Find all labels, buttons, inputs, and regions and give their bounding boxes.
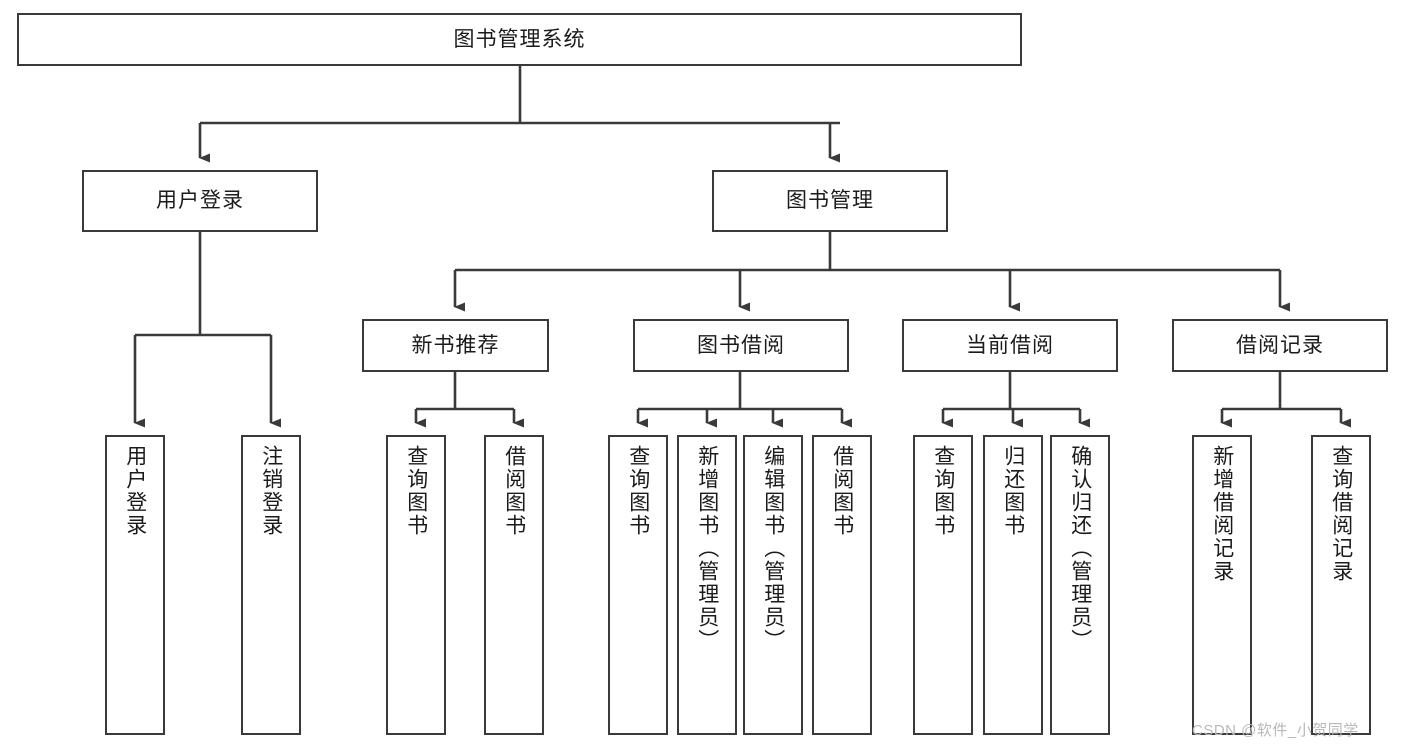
- node-leaf-return-book[interactable]: 归还图书: [983, 435, 1043, 735]
- node-book-manage-label: 图书管理: [786, 189, 874, 213]
- node-leaf-borrow-book-1-label: 借阅图书: [502, 445, 526, 537]
- node-leaf-add-record-label: 新增借阅记录: [1210, 445, 1234, 583]
- node-leaf-query-record-label: 查询借阅记录: [1329, 445, 1353, 583]
- node-leaf-query-book-3-label: 查询图书: [931, 445, 955, 537]
- node-leaf-borrow-book-2-label: 借阅图书: [830, 445, 854, 537]
- node-leaf-query-record[interactable]: 查询借阅记录: [1311, 435, 1371, 735]
- node-leaf-add-record[interactable]: 新增借阅记录: [1192, 435, 1252, 735]
- node-book-borrow-label: 图书借阅: [697, 333, 785, 357]
- node-user-login-label: 用户登录: [156, 189, 244, 213]
- node-leaf-user-login-label: 用户登录: [123, 445, 147, 537]
- node-leaf-borrow-book-2[interactable]: 借阅图书: [812, 435, 872, 735]
- node-leaf-add-book-label: 新增图书（管理员）: [695, 445, 719, 652]
- node-book-manage[interactable]: 图书管理: [712, 170, 948, 232]
- node-borrow-record-label: 借阅记录: [1236, 333, 1324, 357]
- node-root[interactable]: 图书管理系统: [17, 13, 1022, 66]
- node-leaf-edit-book[interactable]: 编辑图书（管理员）: [743, 435, 803, 735]
- node-current-borrow[interactable]: 当前借阅: [902, 319, 1118, 372]
- node-current-borrow-label: 当前借阅: [966, 333, 1054, 357]
- node-root-label: 图书管理系统: [453, 27, 586, 51]
- watermark-text: CSDN @软件_小贺同学: [1192, 722, 1359, 739]
- node-user-login[interactable]: 用户登录: [82, 170, 318, 232]
- node-new-book-rec-label: 新书推荐: [411, 333, 500, 357]
- node-new-book-rec[interactable]: 新书推荐: [362, 319, 549, 372]
- node-leaf-edit-book-label: 编辑图书（管理员）: [761, 445, 785, 652]
- node-leaf-query-book-3[interactable]: 查询图书: [913, 435, 973, 735]
- node-leaf-logout[interactable]: 注销登录: [241, 435, 301, 735]
- node-leaf-borrow-book-1[interactable]: 借阅图书: [484, 435, 544, 735]
- node-leaf-query-book-1[interactable]: 查询图书: [386, 435, 446, 735]
- node-borrow-record[interactable]: 借阅记录: [1172, 319, 1388, 372]
- node-leaf-add-book[interactable]: 新增图书（管理员）: [677, 435, 737, 735]
- node-book-borrow[interactable]: 图书借阅: [633, 319, 849, 372]
- node-leaf-confirm-return-label: 确认归还（管理员）: [1068, 445, 1092, 652]
- node-leaf-return-book-label: 归还图书: [1001, 445, 1025, 537]
- node-leaf-confirm-return[interactable]: 确认归还（管理员）: [1050, 435, 1110, 735]
- node-leaf-query-book-2-label: 查询图书: [626, 445, 650, 537]
- node-leaf-logout-label: 注销登录: [259, 445, 283, 537]
- node-leaf-user-login[interactable]: 用户登录: [105, 435, 165, 735]
- node-leaf-query-book-2[interactable]: 查询图书: [608, 435, 668, 735]
- node-leaf-query-book-1-label: 查询图书: [404, 445, 428, 537]
